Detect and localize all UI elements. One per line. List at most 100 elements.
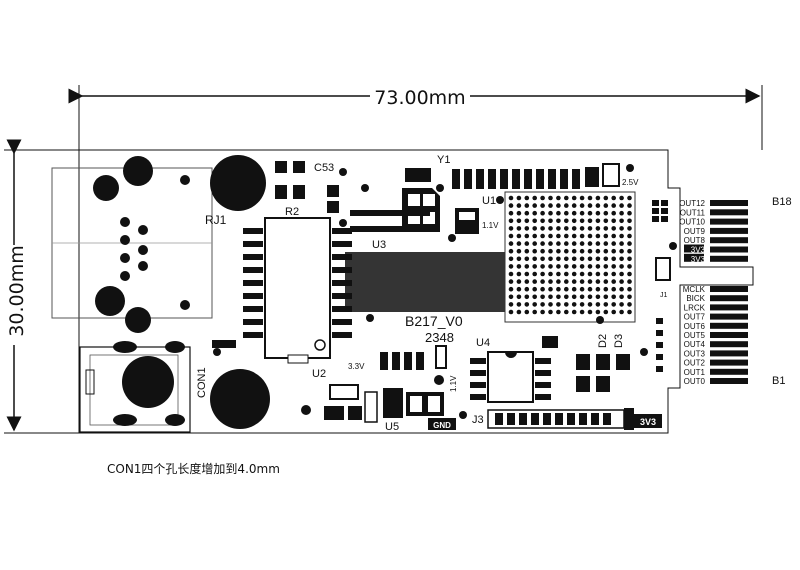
bga-ball <box>619 210 624 216</box>
bga-ball <box>611 286 616 292</box>
bga-ball <box>595 218 601 224</box>
bga-ball <box>540 226 545 231</box>
bga-ball <box>603 210 609 216</box>
width-dimension-label: 73.00mm <box>374 87 465 109</box>
bga-ball <box>627 203 632 208</box>
bga-ball <box>627 309 632 315</box>
u2-chip: U2 <box>243 217 352 380</box>
bga-ball <box>579 302 585 307</box>
bga-ball <box>627 264 632 269</box>
bga-ball <box>603 302 609 307</box>
u5-area: U5 GND <box>301 384 467 433</box>
bga-ball <box>603 264 609 269</box>
d2-label: D2 <box>597 334 609 348</box>
edge-pin-label: OUT6 <box>684 322 706 331</box>
bga-ball <box>611 271 616 277</box>
bga-ball <box>627 233 632 239</box>
bga-ball <box>627 248 632 254</box>
bga-ball <box>587 264 593 269</box>
bga-ball <box>532 203 537 208</box>
bga-ball <box>516 294 522 300</box>
bga-ball <box>627 226 632 231</box>
bga-ball <box>579 203 585 208</box>
edge-finger <box>710 378 748 384</box>
bga-ball <box>603 195 609 201</box>
bga-ball <box>611 256 616 262</box>
c53-label: C53 <box>314 162 334 174</box>
bga-ball <box>532 279 537 284</box>
edge-finger <box>710 313 748 320</box>
bga-ball <box>627 279 632 284</box>
bga-ball <box>516 264 522 269</box>
bga-ball <box>540 286 545 292</box>
edge-pin-label: OUT10 <box>679 218 705 227</box>
bga-ball <box>579 264 585 269</box>
bga-ball <box>532 248 537 254</box>
bga-ball <box>627 256 632 262</box>
edge-finger <box>710 218 748 225</box>
dimension-width: 73.00mm <box>68 85 763 150</box>
bga-ball <box>508 309 514 315</box>
bga-ball <box>540 294 545 300</box>
bga-ball <box>571 264 577 269</box>
bga-ball <box>603 271 609 277</box>
bga-ball <box>524 279 530 284</box>
bga-ball <box>627 286 632 292</box>
bga-ball <box>532 271 537 277</box>
bga-ball <box>619 203 624 208</box>
edge-pin-label: OUT2 <box>684 359 706 368</box>
bga-ball <box>564 203 569 208</box>
bga-ball <box>556 218 561 224</box>
bga-ball <box>595 264 601 269</box>
bga-ball <box>532 302 537 307</box>
bga-ball <box>571 241 577 246</box>
bga-ball <box>564 195 569 201</box>
bga-ball <box>627 241 632 246</box>
bga-ball <box>524 256 530 262</box>
edge-finger <box>710 286 748 292</box>
bga-ball <box>548 286 553 292</box>
bga-ball <box>548 218 553 224</box>
bga-ball <box>619 279 624 284</box>
bga-ball <box>532 309 537 315</box>
bga-ball <box>548 241 553 246</box>
bga-ball <box>571 256 577 262</box>
bga-ball <box>556 309 561 315</box>
bga-ball <box>556 226 561 231</box>
bga-ball <box>611 218 616 224</box>
bga-ball <box>579 294 585 300</box>
bga-ball <box>595 294 601 300</box>
bga-ball <box>524 294 530 300</box>
bga-ball <box>579 195 585 201</box>
bga-ball <box>516 218 522 224</box>
bga-ball <box>556 271 561 277</box>
bga-ball <box>595 226 601 231</box>
bga-ball <box>579 279 585 284</box>
bga-ball <box>540 195 545 201</box>
bga-ball <box>516 233 522 239</box>
edge-finger <box>710 209 748 216</box>
bga-ball <box>603 256 609 262</box>
edge-finger <box>710 359 748 366</box>
bga-ball <box>595 241 601 246</box>
bga-ball <box>548 203 553 208</box>
bga-ball <box>611 210 616 216</box>
u3-voltage-label: 3.3V <box>348 362 365 371</box>
bga-ball <box>548 309 553 315</box>
bga-ball <box>564 226 569 231</box>
bga-ball <box>524 226 530 231</box>
bga-ball <box>579 248 585 254</box>
bga-ball <box>540 218 545 224</box>
bga-ball <box>548 226 553 231</box>
bga-ball <box>603 233 609 239</box>
bga-ball <box>595 286 601 292</box>
bga-ball <box>611 309 616 315</box>
bga-ball <box>532 233 537 239</box>
bga-ball <box>603 241 609 246</box>
bga-ball <box>524 233 530 239</box>
edge-finger <box>710 350 748 357</box>
bga-ball <box>556 248 561 254</box>
bga-ball <box>524 203 530 208</box>
bga-ball <box>516 210 522 216</box>
bga-ball <box>595 203 601 208</box>
